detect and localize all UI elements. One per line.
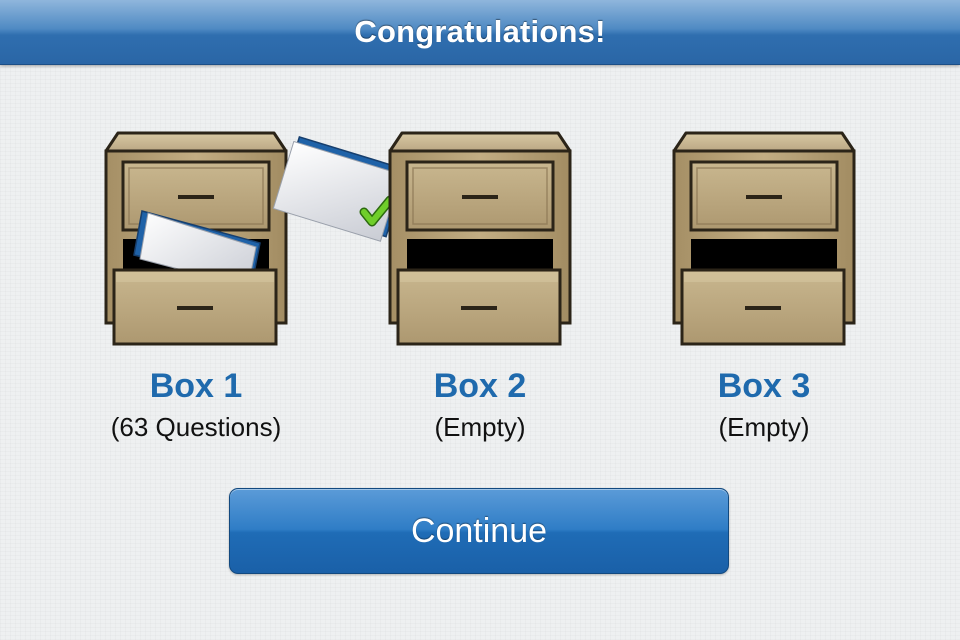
box-subtitle: (63 Questions)	[110, 412, 282, 442]
box-title: Box 3	[717, 367, 811, 405]
file-cabinet-with-cards-icon	[104, 131, 288, 346]
box-3[interactable]: Box 3 (Empty)	[644, 110, 884, 450]
card-checkmark-icon	[272, 136, 408, 242]
box-title: Box 2	[433, 367, 527, 405]
file-cabinet-icon	[672, 131, 856, 346]
file-cabinet-icon	[388, 131, 572, 346]
box-subtitle: (Empty)	[434, 412, 526, 442]
continue-button-label: Continue	[410, 511, 548, 550]
continue-button[interactable]: Continue	[229, 488, 729, 574]
header-bar: Congratulations!	[0, 0, 960, 65]
box-2[interactable]: Box 2 (Empty)	[360, 110, 600, 450]
page-title: Congratulations!	[354, 14, 606, 49]
box-1[interactable]: Box 1 (63 Questions)	[76, 110, 316, 450]
box-subtitle: (Empty)	[718, 412, 810, 442]
box-title: Box 1	[149, 367, 243, 405]
